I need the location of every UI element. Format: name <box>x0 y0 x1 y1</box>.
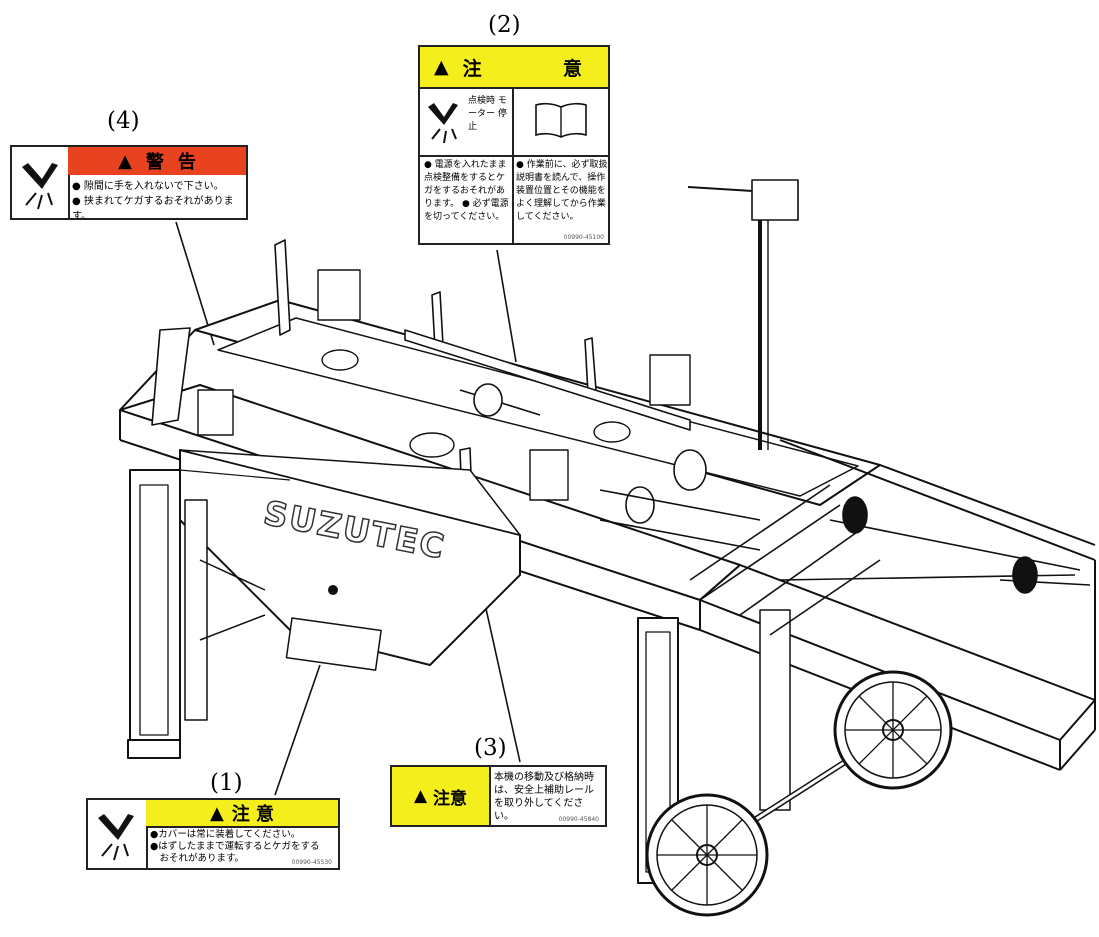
caution-line-2: ●はずしたままで運転するとケガをする <box>150 841 320 852</box>
caution-header-text: 注意 <box>433 788 468 809</box>
caution-line-1: ●カバーは常に装着してください。 <box>150 829 301 840</box>
hopper-cover <box>179 449 521 671</box>
caution-header-char-a: 注 <box>462 57 482 80</box>
caution-header-text: 注 意 <box>231 804 275 825</box>
left-legs <box>127 469 266 759</box>
side-guides <box>151 239 691 504</box>
caution-label-3: ▲ 注意 本機の移動及び格納時は、安全上補助レールを取り外してください。 009… <box>390 765 607 827</box>
caution-triangle-icon: ▲ <box>209 802 224 824</box>
caution-triangle-icon: ▲ <box>434 56 449 78</box>
caution-header-char-b: 意 <box>562 57 582 80</box>
caution-right-text: ● 作業前に、必ず取扱説明書を読んで、操作装置位置とその機能をよく理解してから作… <box>516 160 608 222</box>
hand-pinch-icon <box>12 147 70 218</box>
manual-book-icon <box>535 102 587 138</box>
warning-line-2: ● 挟まれてケガするおそれがあります。 <box>72 196 234 220</box>
warning-header-char-a: 警 <box>145 152 164 173</box>
clamp-details <box>197 269 691 501</box>
caution-header: ▲ 注 意 <box>420 47 608 89</box>
warning-line-1: ● 隙間に手を入れないで下さい。 <box>72 181 224 192</box>
wheels <box>645 670 953 917</box>
caution-icon-row: 点検時 モーター 停止 <box>420 87 608 157</box>
callout-3: (3) <box>474 735 507 761</box>
caution-triangle-icon: ▲ <box>413 786 428 806</box>
warning-body: ● 隙間に手を入れないで下さい。 ● 挟まれてケガするおそれがあります。 <box>72 179 244 220</box>
mast <box>687 179 799 450</box>
label-code: 00990-45530 <box>291 859 332 866</box>
warning-label-4: ▲ 警 告 ● 隙間に手を入れないで下さい。 ● 挟まれてケガするおそれがありま… <box>10 145 248 220</box>
caution-body: 本機の移動及び格納時は、安全上補助レールを取り外してください。 <box>494 772 594 822</box>
caution-header: ▲ 注意 <box>392 767 491 825</box>
label-code: 00990-45840 <box>558 816 599 823</box>
warning-triangle-icon: ▲ <box>118 150 132 172</box>
warning-header: ▲ 警 告 <box>68 147 246 175</box>
caution-line-3: おそれがあります。 <box>150 853 245 864</box>
callout-1: (1) <box>210 770 243 796</box>
callout-4: (4) <box>107 108 140 134</box>
rollers <box>459 383 1091 636</box>
inspection-stop-text: 点検時 モーター 停止 <box>468 96 507 132</box>
hand-pinch-icon <box>428 103 458 144</box>
deck-frame <box>119 299 1096 771</box>
caution-label-1: ▲ 注 意 ●カバーは常に装着してください。 ●はずしたままで運転するとケガをす… <box>86 798 340 870</box>
caution-body: ●カバーは常に装着してください。 ●はずしたままで運転するとケガをする おそれが… <box>150 829 336 865</box>
caution-left-text: ● 電源を入れたまま点検整備をするとケガをするおそれがあります。 ● 必ず電源を… <box>424 160 509 222</box>
callout-2: (2) <box>488 12 521 38</box>
hand-pinch-icon <box>88 800 148 868</box>
label-code: 00990-45100 <box>563 234 604 241</box>
caution-label-2: ▲ 注 意 点検時 モーター 停止 ● 電源を入れたまま点検整備をするとケガをす… <box>418 45 610 245</box>
warning-header-char-b: 告 <box>177 152 196 173</box>
caution-header: ▲ 注 意 <box>146 800 338 828</box>
